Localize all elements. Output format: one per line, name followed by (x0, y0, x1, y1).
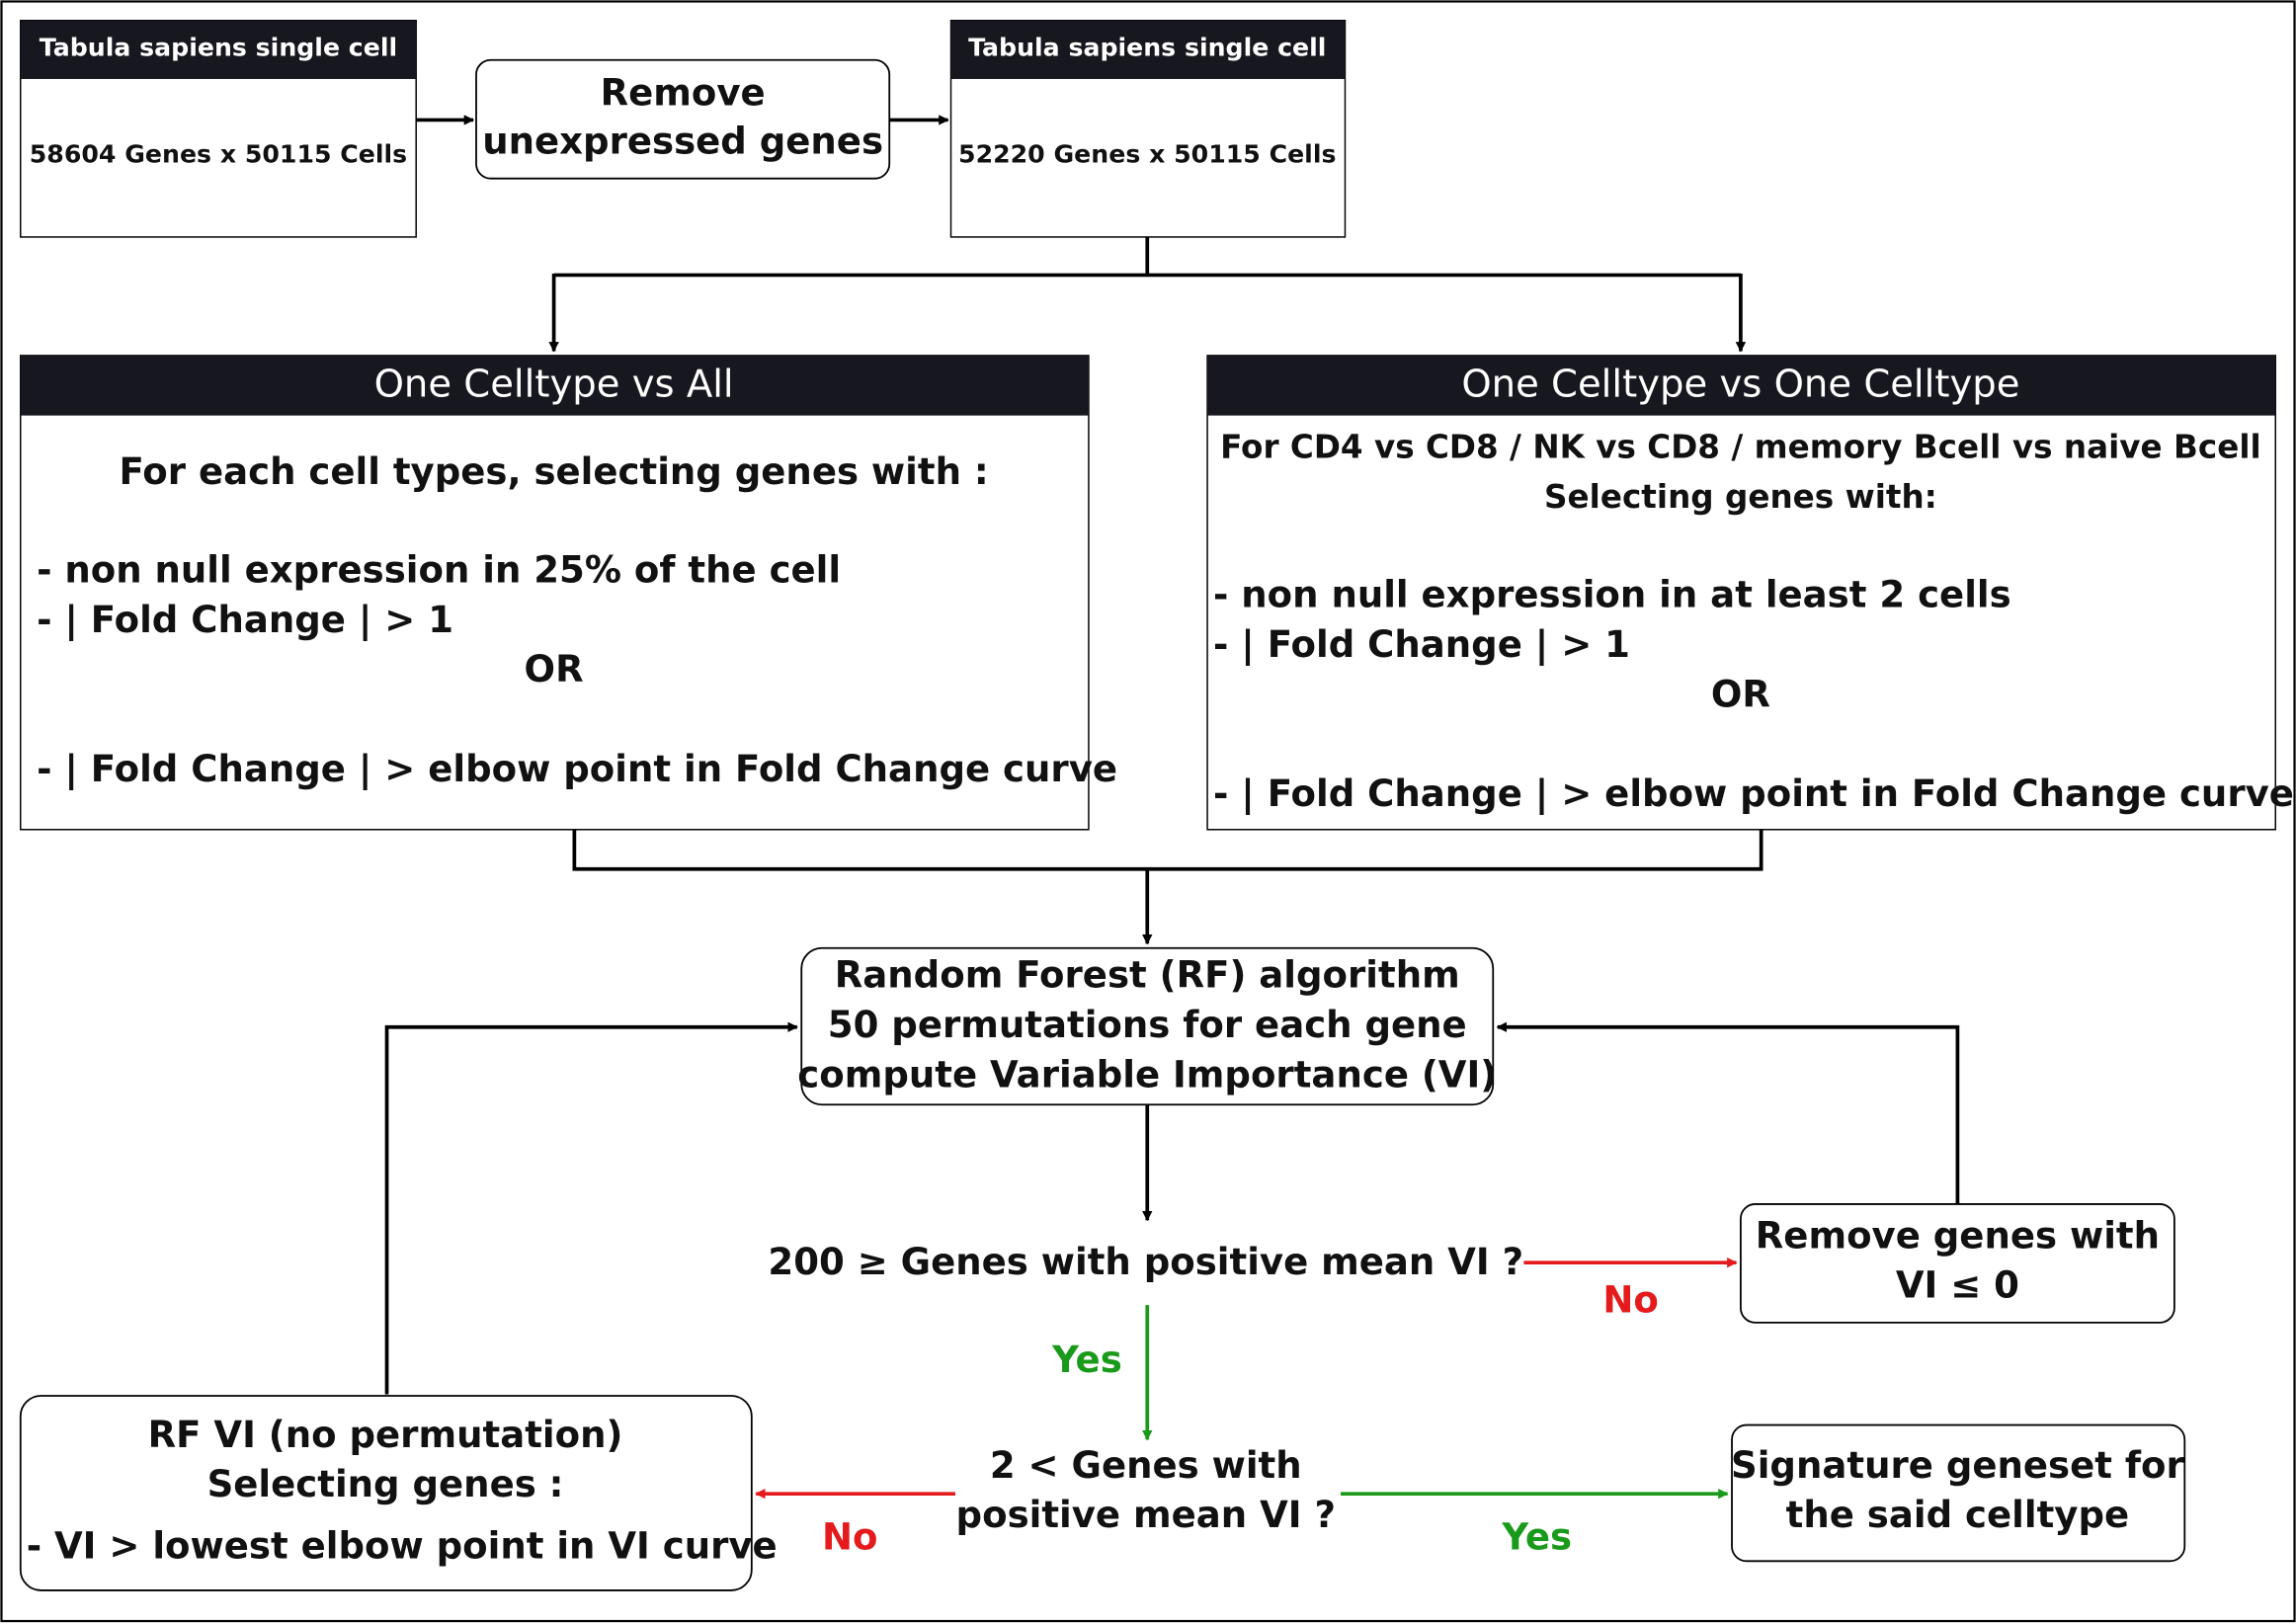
one-vs-one-title: One Celltype vs One Celltype (1461, 362, 2019, 406)
remove-genes-step: Remove genes with VI ≤ 0 (1740, 1203, 2175, 1324)
label-no-decision2: No (822, 1515, 878, 1558)
decision-gene-count-threshold: 200 ≥ Genes with positive mean VI ? (768, 1241, 1523, 1283)
one-vs-all-criterion-elbow: - | Fold Change | > elbow point in Fold … (37, 748, 1117, 791)
input-dataset-size: 58604 Genes x 50115 Cells (30, 139, 407, 168)
rf-vi-line1: RF VI (no permutation) (148, 1414, 623, 1456)
connector-split (553, 236, 1741, 278)
signature-geneset-result: Signature geneset for the said celltype (1731, 1423, 2186, 1563)
rf-vi-selection-step: RF VI (no permutation) Selecting genes :… (19, 1395, 778, 1591)
remove-unexpressed-step: Remove unexpressed genes (475, 58, 891, 180)
input-dataset-header: Tabula sapiens single cell (40, 33, 397, 61)
remove-genes-line2: VI ≤ 0 (1896, 1264, 2019, 1307)
loop-from-remove-genes (1496, 1021, 1960, 1204)
one-vs-all-title: One Celltype vs All (374, 362, 734, 406)
loop-from-rf-vi (384, 1021, 798, 1395)
filtered-dataset-header: Tabula sapiens single cell (968, 33, 1326, 61)
signature-line1: Signature geneset for (1731, 1444, 2184, 1487)
decision-min-genes-line1: 2 < Genes with (990, 1444, 1302, 1487)
one-vs-one-intro-selecting: Selecting genes with: (1544, 478, 1937, 516)
rf-vi-line3: - VI > lowest elbow point in VI curve (27, 1524, 778, 1567)
one-vs-all-or: OR (525, 648, 584, 690)
random-forest-line1: Random Forest (RF) algorithm (835, 954, 1460, 997)
one-vs-all-intro: For each cell types, selecting genes wit… (119, 450, 988, 493)
label-yes-decision2: Yes (1501, 1515, 1572, 1558)
input-dataset-box: Tabula sapiens single cell 58604 Genes x… (20, 19, 417, 238)
random-forest-line3: compute Variable Importance (VI) (797, 1053, 1497, 1096)
signature-line2: the said celltype (1786, 1494, 2130, 1536)
remove-unexpressed-line2: unexpressed genes (482, 121, 883, 163)
remove-genes-line1: Remove genes with (1756, 1214, 2160, 1257)
connector-merge (572, 829, 1763, 871)
decision-min-genes-line2: positive mean VI ? (956, 1494, 1336, 1536)
input-dataset-header-bar (20, 20, 417, 79)
one-vs-one-or: OR (1711, 673, 1770, 715)
one-vs-one-header-bar (1207, 355, 2276, 416)
one-vs-all-header-bar (20, 355, 1089, 416)
remove-unexpressed-line1: Remove (601, 72, 766, 115)
random-forest-line2: 50 permutations for each gene (828, 1004, 1467, 1046)
filtered-dataset-header-bar (950, 20, 1346, 79)
one-vs-one-intro-comparisons: For CD4 vs CD8 / NK vs CD8 / memory Bcel… (1220, 429, 2261, 466)
one-vs-all-criterion-foldchange: - | Fold Change | > 1 (37, 599, 453, 642)
label-no-decision1: No (1602, 1279, 1659, 1322)
one-vs-one-criterion-elbow: - | Fold Change | > elbow point in Fold … (1213, 772, 2294, 816)
rf-vi-line2: Selecting genes : (207, 1463, 564, 1505)
one-vs-all-box: One Celltype vs All For each cell types,… (20, 355, 1117, 831)
label-yes-decision1: Yes (1051, 1339, 1122, 1381)
one-vs-all-criterion-expression: - non null expression in 25% of the cell (37, 548, 841, 591)
filtered-dataset-box: Tabula sapiens single cell 52220 Genes x… (949, 19, 1347, 238)
filtered-dataset-size: 52220 Genes x 50115 Cells (958, 139, 1336, 168)
one-vs-one-criterion-expression: - non null expression in at least 2 cell… (1213, 574, 2011, 616)
random-forest-step: Random Forest (RF) algorithm 50 permutat… (797, 946, 1497, 1106)
one-vs-one-box: One Celltype vs One Celltype For CD4 vs … (1206, 355, 2294, 831)
one-vs-one-criterion-foldchange: - | Fold Change | > 1 (1213, 623, 1630, 667)
